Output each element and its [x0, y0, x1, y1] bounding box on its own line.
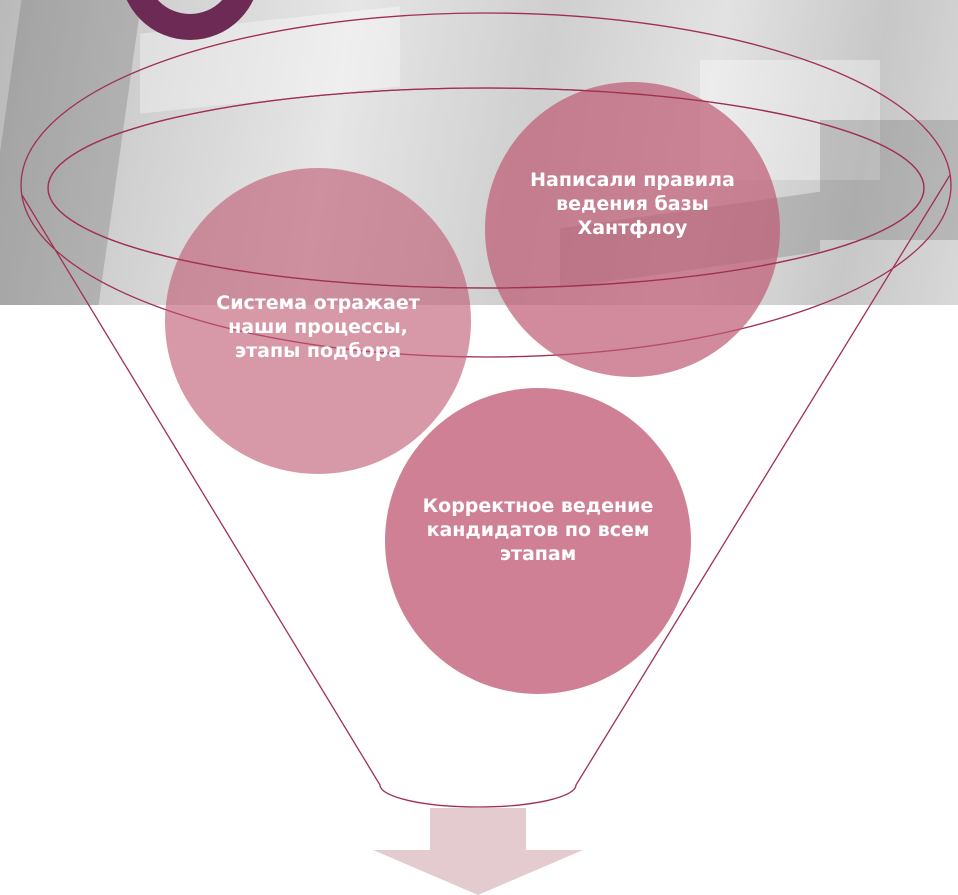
- circle-candidate-tracking: Корректное ведение кандидатов по всем эт…: [385, 388, 691, 694]
- circle-1-text: Система отражает наши процессы, этапы по…: [216, 292, 420, 362]
- circle-3-text: Корректное ведение кандидатов по всем эт…: [422, 495, 654, 565]
- circle-huntflow-rules: Написали правила ведения базы Хантфлоу: [485, 82, 780, 377]
- circle-system-processes: Система отражает наши процессы, этапы по…: [165, 168, 471, 474]
- circle-2-text: Написали правила ведения базы Хантфлоу: [530, 168, 735, 239]
